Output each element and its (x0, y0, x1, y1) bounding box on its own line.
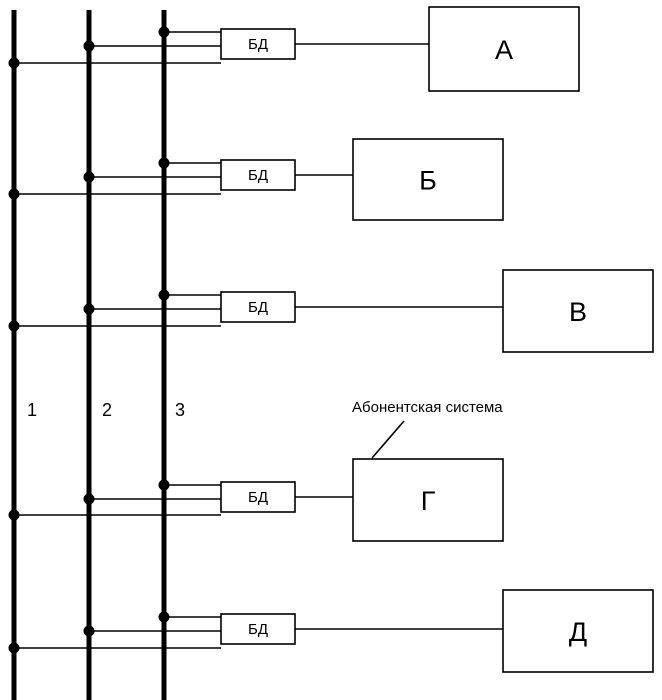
row-2-subscriber-box (352, 138, 504, 221)
bus-1-label: 1 (27, 400, 37, 420)
bus-3-label: 3 (175, 400, 185, 420)
row-5-subscriber-box (502, 589, 654, 673)
row-2-junction-bus-1 (8, 188, 20, 200)
row-5-junction-bus-2 (83, 625, 95, 637)
row-1-junction-bus-3 (158, 26, 170, 38)
row-3-subscriber-box (502, 269, 654, 353)
row-4-junction-bus-3 (158, 479, 170, 491)
row-1-subscriber-label: А (495, 35, 513, 65)
row-1-adapter-label: БД (248, 36, 268, 53)
row-5-adapter-label: БД (248, 621, 268, 638)
row-1-subscriber-box (428, 6, 580, 92)
row-4-junction-bus-1 (8, 509, 20, 521)
bus-2-label: 2 (102, 400, 112, 420)
row-5-junction-bus-1 (8, 642, 20, 654)
row-2-subscriber-label: Б (419, 166, 437, 196)
row-1-junction-bus-1 (8, 57, 20, 69)
row-3-subscriber-label: В (569, 297, 587, 327)
row-2-junction-bus-3 (158, 157, 170, 169)
row-5-subscriber-label: Д (569, 617, 587, 647)
callout-leader-line (371, 420, 405, 459)
row-3-junction-bus-1 (8, 320, 20, 332)
row-5-junction-bus-3 (158, 611, 170, 623)
subscriber-rows: БД А БД Б БД В БД Г БД Д (8, 6, 654, 673)
row-3-junction-bus-2 (83, 303, 95, 315)
row-4-adapter-label: БД (248, 489, 268, 506)
row-3-junction-bus-3 (158, 289, 170, 301)
row-2-adapter-box (220, 159, 296, 191)
row-2-junction-bus-2 (83, 171, 95, 183)
subscriber-system-callout: Абонентская система (352, 399, 503, 416)
row-4-subscriber-label: Г (421, 486, 436, 516)
row-1-junction-bus-2 (83, 40, 95, 52)
row-2-adapter-label: БД (248, 167, 268, 184)
row-4-junction-bus-2 (83, 493, 95, 505)
row-1-adapter-box (220, 28, 296, 60)
row-4-subscriber-box (352, 458, 504, 542)
row-3-adapter-label: БД (248, 299, 268, 316)
